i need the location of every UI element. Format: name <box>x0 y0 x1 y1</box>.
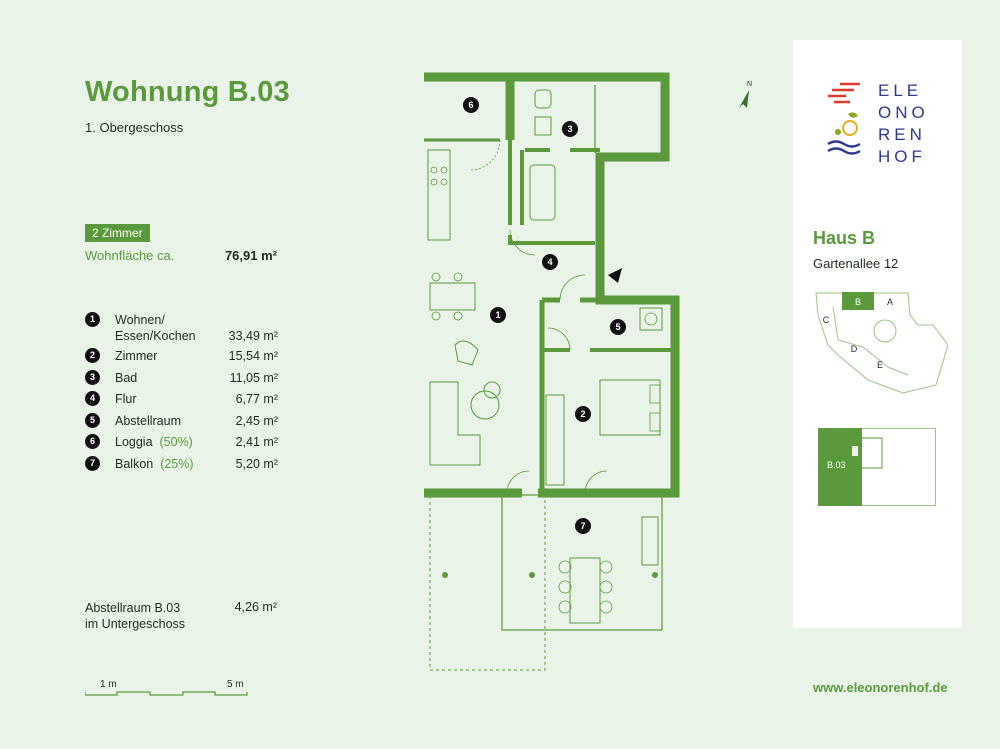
room-area: 33,49 m² <box>228 329 278 343</box>
room-area: 2,41 m² <box>235 435 278 449</box>
room-note: (50%) <box>159 435 193 449</box>
apartment-title: Wohnung B.03 <box>85 76 290 108</box>
address: Gartenallee 12 <box>813 256 899 271</box>
room-marker-5 <box>610 319 626 335</box>
room-marker-7 <box>575 518 591 534</box>
unit-location-map: B.03 <box>818 428 936 506</box>
room-area: 5,20 m² <box>235 457 278 471</box>
room-area: 2,45 m² <box>235 414 278 428</box>
room-marker-2 <box>575 406 591 422</box>
room-label-line2: Essen/Kochen <box>115 329 196 343</box>
living-area-label: Wohnfläche ca. <box>85 248 175 263</box>
room-number-badge: 5 <box>85 413 100 428</box>
unit-highlight <box>818 428 862 506</box>
room-number-badge: 7 <box>85 456 100 471</box>
room-number-badge: 3 <box>85 370 100 385</box>
svg-text:5: 5 <box>615 322 620 332</box>
room-label: Loggia <box>115 435 153 449</box>
scale-label-left: 1 m <box>100 679 117 690</box>
site-label-a: A <box>887 297 893 307</box>
site-label-e: E <box>877 360 883 370</box>
room-number-badge: 4 <box>85 391 100 406</box>
site-label-d: D <box>851 344 858 354</box>
unit-label: B.03 <box>827 460 846 470</box>
svg-text:1: 1 <box>495 310 500 320</box>
floor-label: 1. Obergeschoss <box>85 120 184 135</box>
balcony-outline <box>429 494 546 671</box>
north-label: N <box>747 81 752 88</box>
balcony-railing <box>501 494 663 631</box>
scale-label-right: 5 m <box>227 679 244 690</box>
room-marker-3 <box>562 121 578 137</box>
svg-text:6: 6 <box>468 100 473 110</box>
storage-label: Abstellraum B.03 <box>85 601 181 615</box>
site-plan: B A C D E <box>815 292 948 394</box>
svg-text:7: 7 <box>580 521 585 531</box>
room-label: Zimmer <box>115 349 158 363</box>
scale-bar: 1 m 5 m <box>85 679 248 696</box>
room-label: Flur <box>115 392 137 406</box>
room-label: Balkon <box>115 457 154 471</box>
room-area: 15,54 m² <box>228 349 278 363</box>
room-area: 6,77 m² <box>235 392 278 406</box>
house-title: Haus B <box>813 228 876 248</box>
svg-text:4: 4 <box>547 257 552 267</box>
floor-plan: 6 3 4 1 5 2 7 <box>424 72 680 671</box>
website-link[interactable]: www.eleonorenhof.de <box>813 680 948 695</box>
storage-basement: Abstellraum B.03 im Untergeschoss <box>85 600 185 632</box>
logo-line-3: REN <box>878 125 926 144</box>
site-label-c: C <box>823 315 830 325</box>
room-number-badge: 6 <box>85 434 100 449</box>
site-plan-house-b <box>842 292 874 310</box>
room-note: (25%) <box>160 457 194 471</box>
north-arrow-icon: N <box>739 81 752 108</box>
logo-line-1: ELE <box>878 81 922 100</box>
site-label-b: B <box>855 297 861 307</box>
svg-text:3: 3 <box>567 124 572 134</box>
entrance-arrow-icon <box>608 268 622 283</box>
svg-text:2: 2 <box>580 409 585 419</box>
living-area-value: 76,91 m² <box>224 248 277 263</box>
room-area: 11,05 m² <box>229 371 278 385</box>
rooms-badge: 2 Zimmer <box>85 224 150 242</box>
logo-line-2: ONO <box>878 103 929 122</box>
room-marker-4 <box>542 254 558 270</box>
logo-line-4: HOF <box>878 147 926 166</box>
room-label: Bad <box>115 371 138 385</box>
room-label: Abstellraum <box>115 414 181 428</box>
room-label: Wohnen/ <box>115 313 165 327</box>
brand-panel <box>793 40 962 628</box>
room-number-badge: 1 <box>85 312 100 327</box>
room-marker-1 <box>490 307 506 323</box>
storage-area: 4,26 m² <box>234 600 277 614</box>
storage-label-line2: im Untergeschoss <box>85 617 186 631</box>
eleonorenhof-logo: ELE ONO REN HOF <box>827 81 929 166</box>
room-marker-6 <box>463 97 479 113</box>
room-number-badge: 2 <box>85 348 100 363</box>
